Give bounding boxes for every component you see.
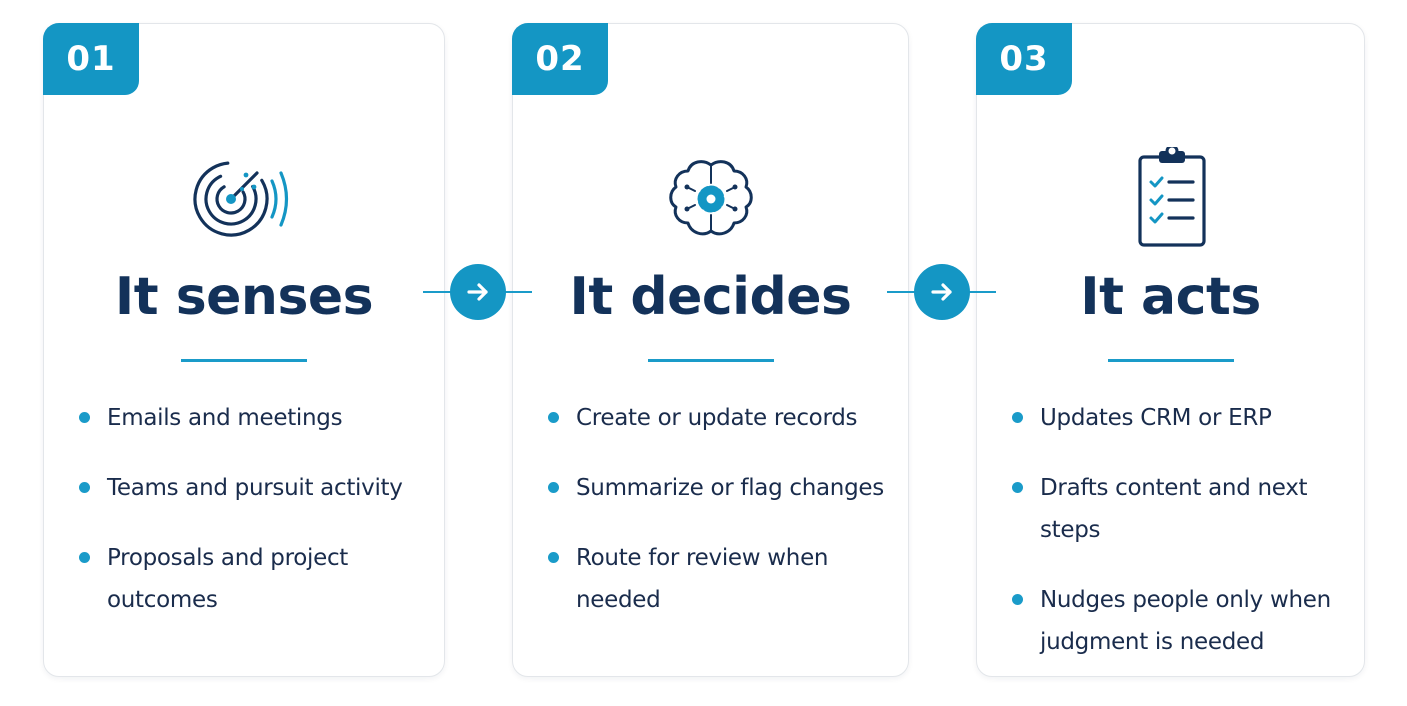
connector-arrow	[423, 264, 532, 320]
bullet-item: Create or update records	[547, 397, 898, 439]
step-number-badge: 01	[43, 23, 139, 95]
bullet-item: Route for review when needed	[547, 537, 898, 621]
bullet-dot-icon	[79, 412, 90, 423]
connector-arrow	[887, 264, 996, 320]
bullet-item: Proposals and project outcomes	[78, 537, 434, 621]
step-title: It acts	[1080, 267, 1261, 327]
bullet-item: Nudges people only when judgment is need…	[1011, 579, 1354, 663]
step-card-decides: 02 It decides Create or update	[512, 23, 909, 677]
title-underline	[647, 359, 774, 362]
title-underline	[181, 359, 307, 362]
bullet-list: Updates CRM or ERP Drafts content and ne…	[1011, 397, 1354, 691]
step-title: It senses	[114, 267, 374, 327]
step-title: It decides	[569, 267, 852, 327]
bullet-item: Teams and pursuit activity	[78, 467, 434, 509]
brain-gear-icon	[651, 147, 771, 251]
step-card-acts: 03 It acts Updates CRM or ERP Drafts con…	[976, 23, 1365, 677]
title-underline	[1107, 359, 1234, 362]
bullet-list: Create or update records Summarize or fl…	[547, 397, 898, 649]
radar-icon	[184, 147, 304, 251]
step-number-badge: 02	[512, 23, 608, 95]
bullet-list: Emails and meetings Teams and pursuit ac…	[78, 397, 434, 649]
bullet-dot-icon	[548, 552, 559, 563]
bullet-item: Drafts content and next steps	[1011, 467, 1354, 551]
bullet-item: Summarize or flag changes	[547, 467, 898, 509]
bullet-dot-icon	[79, 482, 90, 493]
bullet-dot-icon	[548, 482, 559, 493]
bullet-item: Emails and meetings	[78, 397, 434, 439]
bullet-item: Updates CRM or ERP	[1011, 397, 1354, 439]
step-card-senses: 01 It senses Emails and meetings Teams a…	[43, 23, 445, 677]
bullet-dot-icon	[1012, 594, 1023, 605]
bullet-dot-icon	[1012, 482, 1023, 493]
bullet-dot-icon	[79, 552, 90, 563]
bullet-dot-icon	[1012, 412, 1023, 423]
clipboard-checklist-icon	[1111, 147, 1231, 251]
arrow-right-icon	[913, 264, 970, 320]
arrow-right-icon	[449, 264, 506, 320]
step-number-badge: 03	[976, 23, 1072, 95]
bullet-dot-icon	[548, 412, 559, 423]
